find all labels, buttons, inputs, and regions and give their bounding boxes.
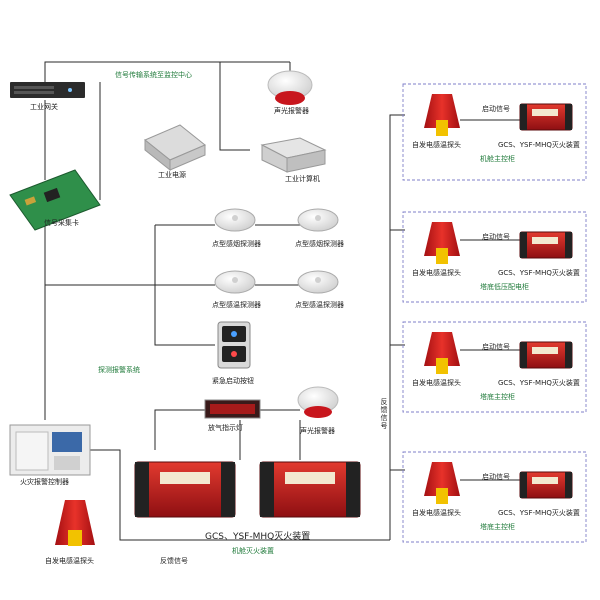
transmission-label: 信号传输系统至监控中心 <box>115 71 192 79</box>
acquisition-card-device <box>9 169 101 231</box>
zone-3-name: 塔底主控柜 <box>480 393 515 401</box>
card-label: 信号采集卡 <box>44 219 79 227</box>
emergency-button-device <box>217 321 251 369</box>
sound-light-alarm-mid <box>297 386 339 418</box>
zone-probe-1 <box>424 94 460 136</box>
zone-frames <box>402 83 587 543</box>
self-temp-probe-bottom <box>55 500 95 546</box>
bottom-group-label: 机舱灭火装置 <box>232 547 274 555</box>
smoke-2-label: 点型感烟探测器 <box>295 240 344 248</box>
alarm-top-label: 声光报警器 <box>274 107 309 115</box>
zone-2-probe-label: 自发电感温探头 <box>412 269 461 277</box>
zone-4-name: 塔底主控柜 <box>480 523 515 531</box>
zone-device-1 <box>519 103 573 131</box>
zone-3-probe-label: 自发电感温探头 <box>412 379 461 387</box>
temp-1-label: 点型感温探测器 <box>212 301 261 309</box>
zone-2-start-signal: 启动信号 <box>482 233 510 241</box>
temp-detector-1 <box>214 270 256 294</box>
extinguisher-main-label: GCS、YSF-MHQ灭火装置 <box>205 532 311 542</box>
connection-lines <box>44 61 520 541</box>
indicator-label: 放气指示灯 <box>208 424 243 432</box>
controller-label: 火灾报警控制器 <box>20 478 69 486</box>
zone-4-probe-label: 自发电感温探头 <box>412 509 461 517</box>
fire-controller-device <box>9 424 91 476</box>
zone-device-2 <box>519 231 573 259</box>
extinguisher-unit-2 <box>259 461 361 518</box>
temp-detector-2 <box>297 270 339 294</box>
zone-4-device-label: GCS、YSF-MHQ灭火装置 <box>498 509 580 517</box>
gateway-label: 工业网关 <box>30 103 58 111</box>
extinguisher-unit-1 <box>134 461 236 518</box>
detection-label: 探测报警系统 <box>98 366 140 374</box>
zone-3-start-signal: 启动信号 <box>482 343 510 351</box>
pc-label: 工业计算机 <box>285 175 320 183</box>
zone-2-name: 塔底低压配电柜 <box>480 283 529 291</box>
power-label: 工业电源 <box>158 171 186 179</box>
smoke-detector-2 <box>297 208 339 232</box>
temp-2-label: 点型感温探测器 <box>295 301 344 309</box>
smoke-detector-1 <box>214 208 256 232</box>
button-label: 紧急启动按钮 <box>212 377 254 385</box>
sound-light-alarm-top <box>267 70 313 105</box>
industrial-pc-device <box>260 137 327 173</box>
alarm-mid-label: 声光报警器 <box>300 427 335 435</box>
feedback-vertical-label: 反馈信号 <box>380 398 388 430</box>
zone-probe-2 <box>424 222 460 264</box>
zone-device-4 <box>519 471 573 499</box>
feedback-bottom-label: 反馈信号 <box>160 557 188 565</box>
zone-1-probe-label: 自发电感温探头 <box>412 141 461 149</box>
zone-probe-3 <box>424 332 460 374</box>
zone-1-device-label: GCS、YSF-MHQ灭火装置 <box>498 141 580 149</box>
zone-3-device-label: GCS、YSF-MHQ灭火装置 <box>498 379 580 387</box>
zone-device-3 <box>519 341 573 369</box>
gateway-device <box>10 82 85 98</box>
zone-1-name: 机舱主控柜 <box>480 155 515 163</box>
zone-1-start-signal: 启动信号 <box>482 105 510 113</box>
power-supply-device <box>144 124 206 172</box>
probe-bottom-label: 自发电感温探头 <box>45 557 94 565</box>
zone-2-device-label: GCS、YSF-MHQ灭火装置 <box>498 269 580 277</box>
zone-4-start-signal: 启动信号 <box>482 473 510 481</box>
zone-probe-4 <box>424 462 460 504</box>
smoke-1-label: 点型感烟探测器 <box>212 240 261 248</box>
release-indicator-device <box>204 399 261 419</box>
